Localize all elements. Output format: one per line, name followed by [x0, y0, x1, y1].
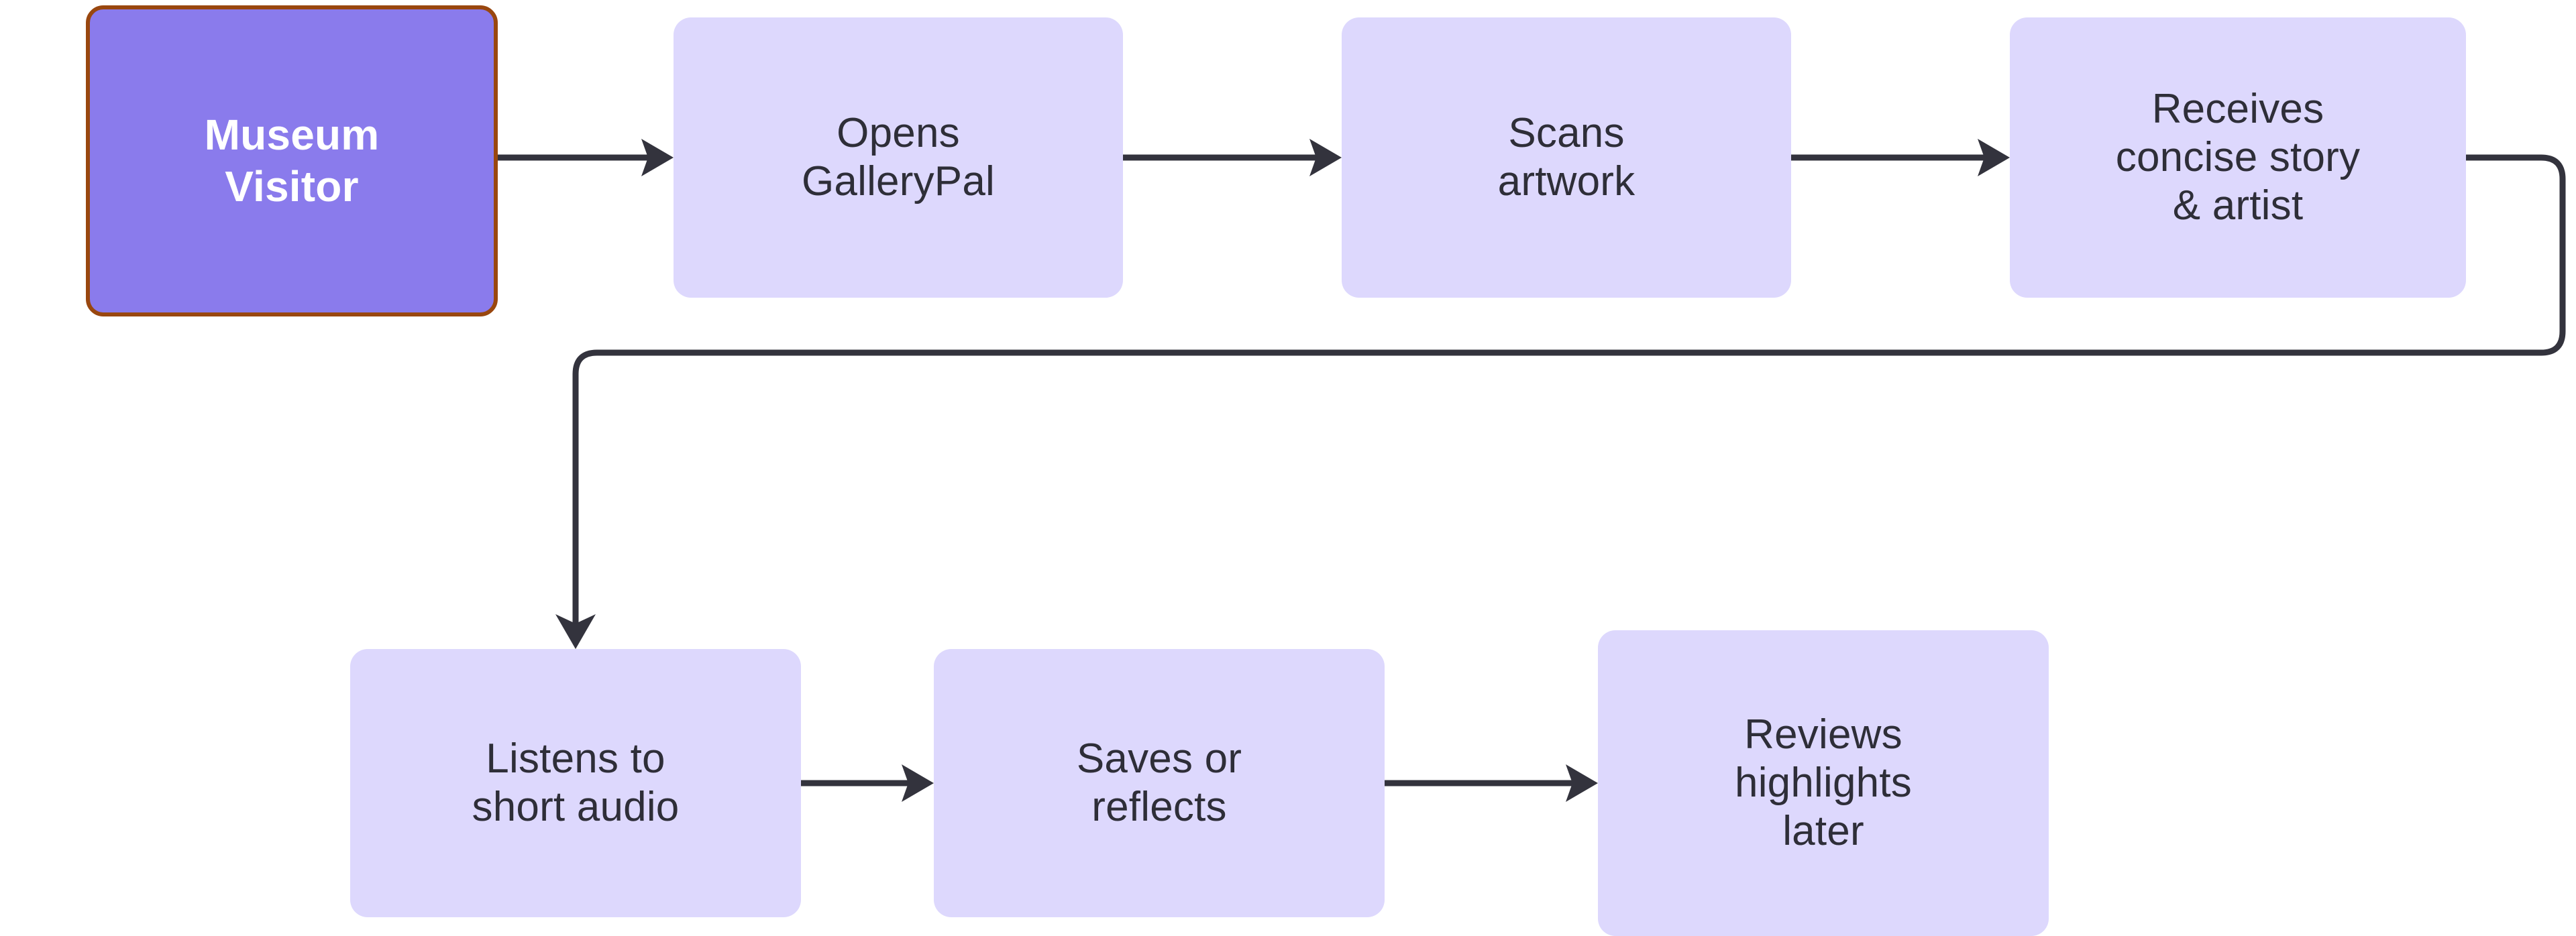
node-listens-to-short-audio[interactable]: Listens to short audio: [350, 649, 801, 917]
node-receives-concise-story-artist[interactable]: Receives concise story & artist: [2010, 17, 2466, 298]
edge-receives-concise-story-artist-to-listens-to-short-audio: [555, 154, 2566, 649]
node-saves-or-reflects[interactable]: Saves or reflects: [934, 649, 1385, 917]
arrowhead-icon: [902, 764, 934, 802]
arrowhead-icon: [555, 614, 596, 649]
node-label: Receives concise story & artist: [2115, 86, 2361, 229]
node-label: Saves or reflects: [1076, 736, 1242, 830]
edge-museum-visitor-to-opens-gallerypal: [498, 139, 674, 176]
edge-opens-gallerypal-to-scans-artwork: [1123, 139, 1342, 176]
edge-line: [572, 154, 2566, 624]
node-label: Museum Visitor: [204, 111, 380, 211]
node-label: Reviews highlights later: [1735, 711, 1912, 854]
arrowhead-icon: [1978, 139, 2010, 176]
node-museum-visitor[interactable]: Museum Visitor: [86, 5, 498, 316]
arrowhead-icon: [641, 139, 674, 176]
node-opens-gallerypal[interactable]: Opens GalleryPal: [674, 17, 1123, 298]
arrowhead-icon: [1309, 139, 1342, 176]
node-label: Scans artwork: [1497, 110, 1635, 204]
node-scans-artwork[interactable]: Scans artwork: [1342, 17, 1791, 298]
arrowhead-icon: [1566, 764, 1598, 802]
edge-scans-artwork-to-receives-concise-story-artist: [1791, 139, 2010, 176]
edge-saves-or-reflects-to-reviews-highlights-later: [1385, 764, 1598, 802]
node-reviews-highlights-later[interactable]: Reviews highlights later: [1598, 630, 2049, 936]
node-label: Opens GalleryPal: [802, 110, 995, 204]
node-label: Listens to short audio: [472, 736, 680, 830]
edge-listens-to-short-audio-to-saves-or-reflects: [801, 764, 934, 802]
